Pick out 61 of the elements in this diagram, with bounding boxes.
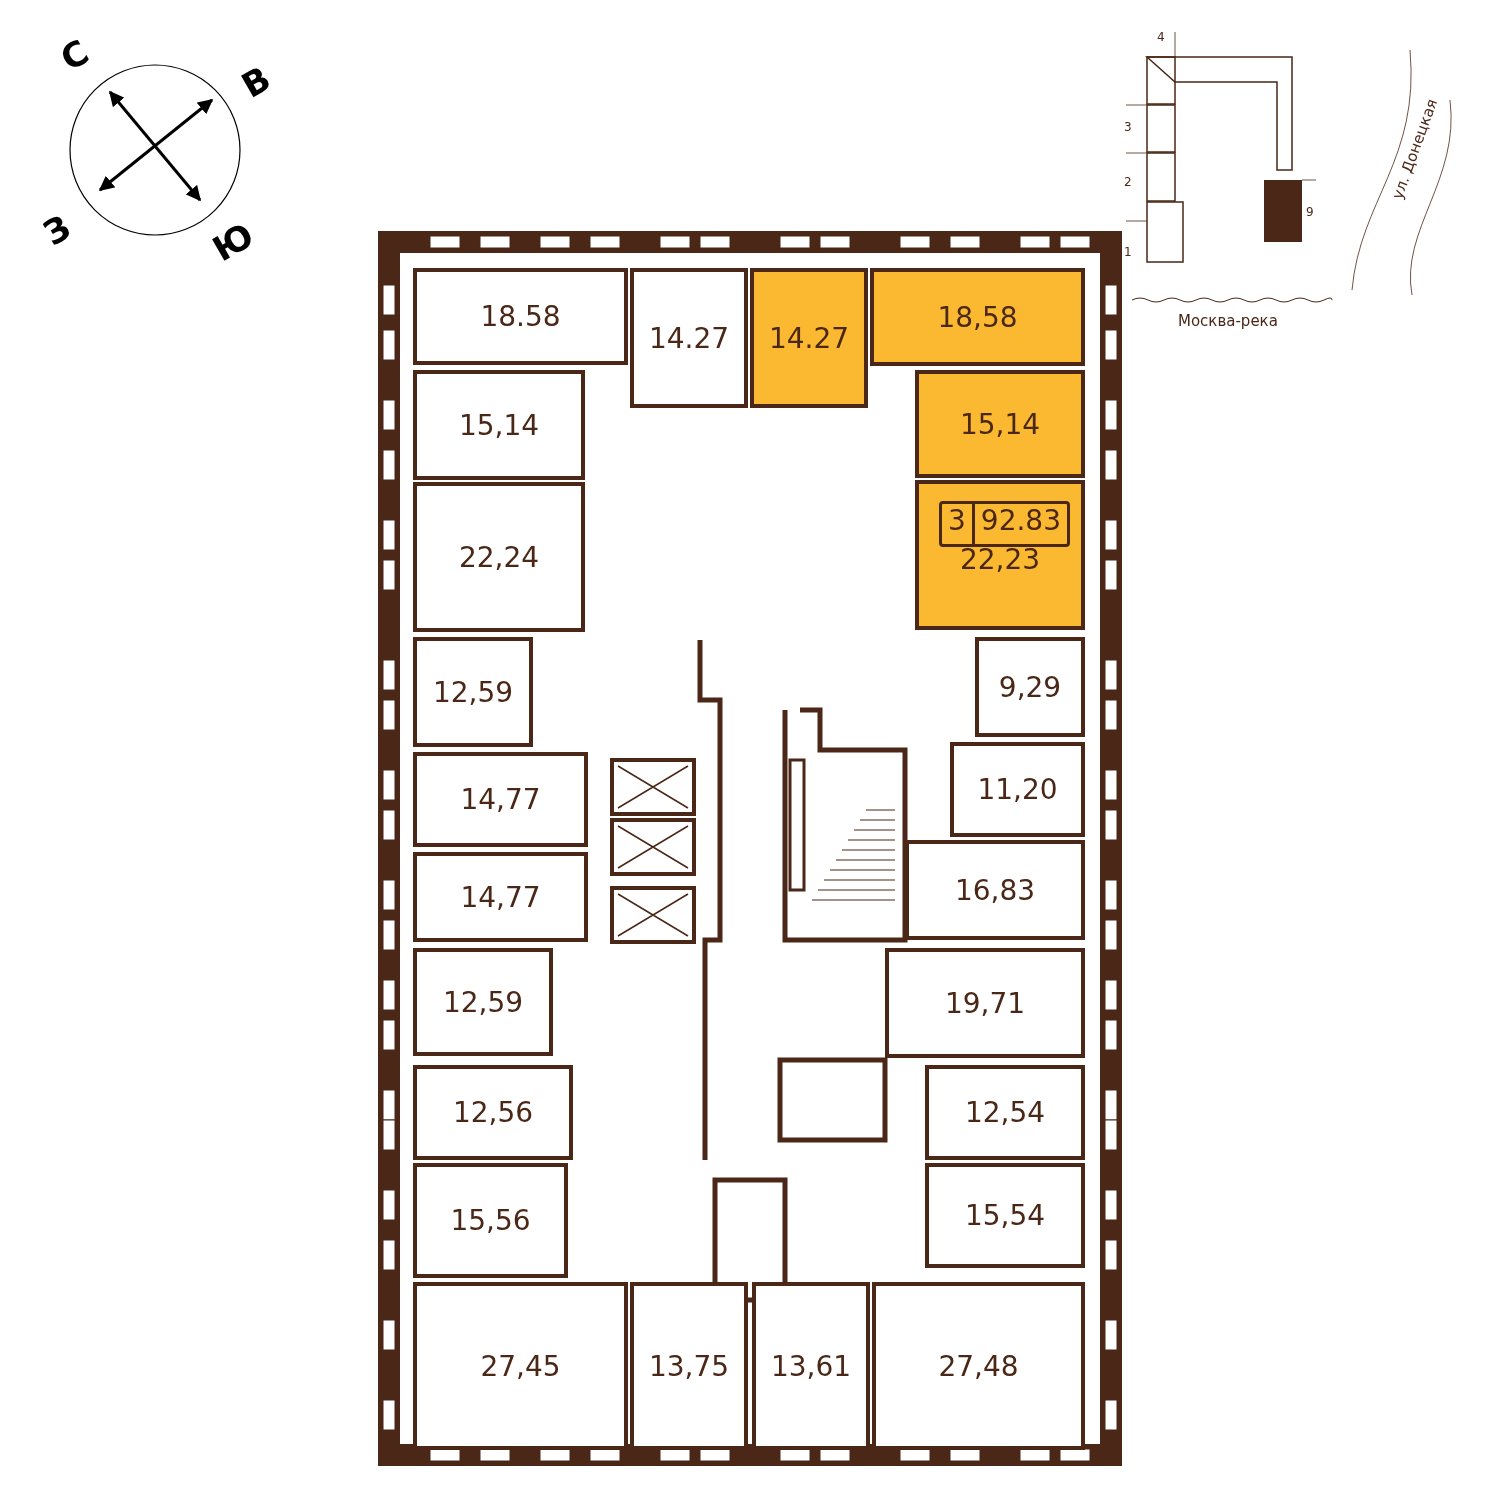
room-area: 14.27 — [648, 321, 730, 355]
room — [950, 742, 1085, 837]
room-area: 11,20 — [977, 773, 1058, 806]
room — [925, 1163, 1085, 1268]
room-area: 15,56 — [450, 1204, 531, 1237]
room — [630, 268, 748, 408]
total-area: 92.83 — [971, 504, 1067, 544]
building-number: 9 — [1306, 205, 1314, 219]
room-area: 13,75 — [648, 1349, 730, 1383]
room-area: 14,77 — [460, 880, 541, 914]
section-number: 3 — [1124, 120, 1132, 134]
room — [630, 1282, 748, 1450]
river-name: Москва-река — [1178, 312, 1278, 330]
room-area: 15,54 — [964, 1199, 1046, 1232]
room — [413, 1282, 628, 1450]
compass-letter: Ю — [205, 214, 261, 270]
room-area: 16,83 — [954, 873, 1036, 907]
room-area: 18.58 — [480, 300, 561, 333]
room — [413, 370, 585, 480]
room — [872, 1282, 1085, 1450]
room-area: 22,23 — [959, 543, 1041, 576]
room — [925, 1065, 1085, 1160]
apartment-badge — [939, 501, 1070, 547]
room-area: 13,61 — [770, 1349, 852, 1383]
room-area: 15,14 — [458, 408, 540, 442]
room — [413, 268, 628, 365]
room-area: 12,56 — [452, 1096, 534, 1129]
room — [975, 637, 1085, 737]
room-area: 15,14 — [959, 407, 1041, 441]
room-area: 14.27 — [768, 321, 850, 355]
room — [413, 752, 588, 847]
room-area: 14,77 — [460, 783, 541, 816]
room-area: 27,45 — [480, 1349, 561, 1383]
section-number: 4 — [1157, 30, 1165, 44]
room-count: 3 — [947, 504, 967, 539]
section-number: 2 — [1124, 175, 1132, 189]
room — [915, 370, 1085, 478]
room — [905, 840, 1085, 940]
room — [413, 948, 553, 1056]
section-number: 1 — [1124, 245, 1132, 259]
room-area: 27,48 — [938, 1349, 1019, 1383]
room — [413, 1163, 568, 1278]
room — [413, 852, 588, 942]
room-area: 12,59 — [432, 675, 514, 709]
room — [915, 480, 1085, 630]
room — [870, 268, 1085, 366]
room-area: 12,59 — [442, 985, 524, 1019]
room — [752, 1282, 870, 1450]
room — [413, 482, 585, 632]
room — [413, 637, 533, 747]
room-area: 19,71 — [944, 986, 1026, 1020]
room-area: 9,29 — [998, 670, 1062, 704]
room-area: 12,54 — [964, 1096, 1046, 1129]
compass-letter: В — [234, 58, 278, 106]
room — [413, 1065, 573, 1160]
compass-letter: З — [36, 206, 78, 254]
compass-letter: С — [53, 31, 96, 79]
room — [750, 268, 868, 408]
room-area: 18,58 — [937, 300, 1018, 334]
room-area: 22,24 — [458, 540, 540, 574]
room — [885, 948, 1085, 1058]
